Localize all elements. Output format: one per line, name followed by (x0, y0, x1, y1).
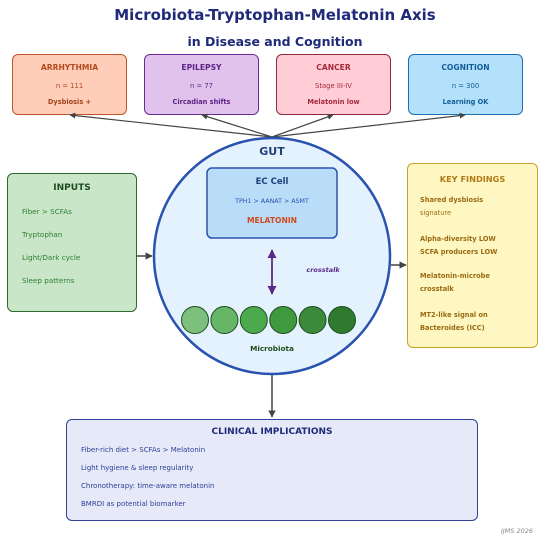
condition-sample: Stage III-IV (315, 82, 352, 90)
condition-name: CANCER (316, 63, 351, 72)
condition-sample: n = 300 (451, 82, 480, 90)
pathway-label: TPH1 > AANAT > ASMT (234, 198, 309, 205)
inputs-heading: INPUTS (53, 183, 91, 193)
condition-finding: Dysbiosis + (47, 98, 92, 106)
input-item: Tryptophan (22, 230, 63, 239)
bacterium-cell (298, 306, 327, 334)
microbiota-cells (181, 306, 356, 334)
findings-heading: KEY FINDINGS (439, 174, 506, 184)
arrow-to-cognition (271, 112, 466, 138)
finding-line: Alpha-diversity LOW (420, 235, 496, 243)
footer-credit: IJMS 2026 (500, 527, 533, 535)
finding-line: crosstalk (420, 285, 454, 293)
condition-sample: n = 77 (190, 82, 213, 90)
condition-name: COGNITION (441, 63, 490, 72)
bacterium-cell (239, 306, 268, 334)
bacterium-cell (269, 306, 298, 334)
inputs-box: INPUTS Fiber > SCFAs Tryptophan Light/Da… (7, 173, 137, 312)
gut-label: GUT (259, 145, 285, 158)
condition-sample: n = 111 (55, 82, 84, 90)
finding-line: SCFA producers LOW (420, 248, 498, 256)
finding-line: signature (420, 209, 452, 217)
diagram-title: Microbiota-Tryptophan-Melatonin Axis (114, 6, 436, 24)
finding-line: Melatonin-microbe (420, 272, 490, 280)
finding-line: Shared dysbiosis (420, 196, 484, 204)
clinical-item: Light hygiene & sleep regularity (81, 464, 194, 472)
arrow-to-arrhythmia (69, 112, 273, 138)
clinical-item: Chronotherapy: time-aware melatonin (81, 482, 215, 490)
clinical-heading: CLINICAL IMPLICATIONS (211, 427, 333, 437)
microbiota-label: Microbiota (250, 344, 294, 353)
clinical-item: BMRDI as potential biomarker (81, 500, 186, 508)
condition-name: ARRHYTHMIA (40, 63, 99, 72)
finding-line: Bacteroides (ICC) (420, 324, 485, 332)
bacterium-cell (328, 306, 356, 334)
bacterium-cell (181, 306, 209, 334)
key-findings-box: KEY FINDINGS Shared dysbiosis signature … (407, 163, 538, 348)
condition-name: EPILEPSY (181, 63, 222, 72)
condition-finding: Circadian shifts (172, 98, 231, 106)
finding-line: MT2-like signal on (420, 311, 488, 319)
condition-finding: Learning OK (442, 98, 489, 106)
clinical-implications-box: CLINICAL IMPLICATIONS Fiber-rich diet > … (66, 419, 478, 521)
melatonin-label: MELATONIN (247, 216, 297, 225)
arrow-to-epilepsy (201, 113, 273, 138)
condition-card-cognition: COGNITION n = 300 Learning OK (408, 54, 523, 115)
bacterium-cell (210, 306, 239, 334)
condition-card-arrhythmia: ARRHYTHMIA n = 111 Dysbiosis + (12, 54, 127, 115)
condition-card-cancer: CANCER Stage III-IV Melatonin low (276, 54, 391, 115)
input-item: Sleep patterns (22, 276, 75, 285)
ec-cell-box (206, 167, 338, 239)
arrow-to-cancer (271, 114, 334, 138)
ec-cell-label: EC Cell (256, 177, 289, 187)
crosstalk-label: crosstalk (306, 266, 340, 274)
diagram-subtitle: in Disease and Cognition (187, 34, 363, 49)
clinical-item: Fiber-rich diet > SCFAs > Melatonin (81, 446, 206, 454)
input-item: Fiber > SCFAs (22, 207, 72, 216)
input-item: Light/Dark cycle (22, 253, 81, 262)
condition-finding: Melatonin low (307, 98, 360, 106)
